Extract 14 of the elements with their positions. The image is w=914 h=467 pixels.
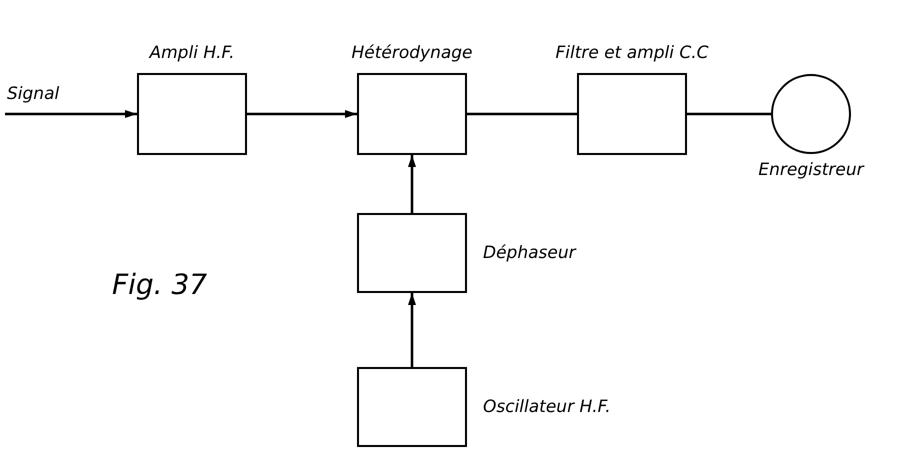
block-label: Ampli H.F. — [150, 43, 234, 63]
block-label: Signal — [7, 84, 60, 104]
connector-line — [467, 112, 577, 116]
arrow — [408, 155, 416, 213]
arrow — [247, 110, 357, 118]
connector-line — [687, 112, 771, 116]
block-label: Enregistreur — [758, 160, 864, 180]
figure-caption: Fig. 37 — [112, 268, 208, 301]
block-label: Hétérodynage — [351, 43, 473, 63]
block-label: Oscillateur H.F. — [483, 397, 611, 417]
block-label: Filtre et ampli C.C — [555, 43, 709, 63]
arrow — [408, 293, 416, 367]
block-label: Déphaseur — [483, 243, 576, 263]
arrow — [5, 110, 137, 118]
